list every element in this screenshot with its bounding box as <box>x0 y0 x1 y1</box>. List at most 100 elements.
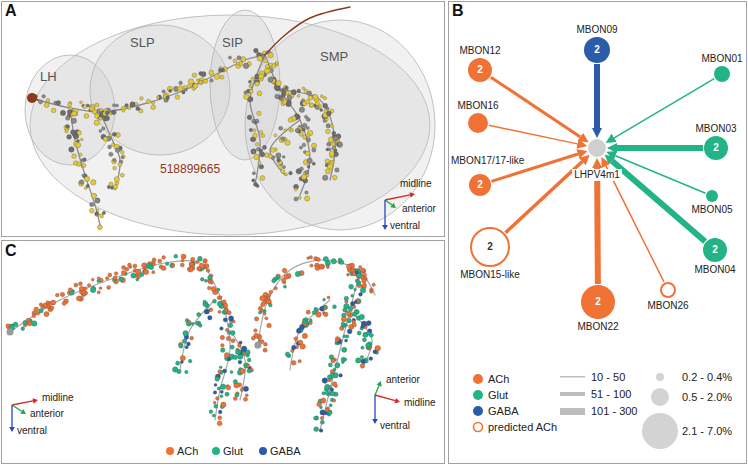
synapse-dot <box>342 347 347 352</box>
synapse-dot <box>56 101 61 106</box>
synapse-dot <box>96 209 99 212</box>
synapse-dot <box>238 355 242 359</box>
synapse-dot <box>214 74 220 80</box>
synapse-dot <box>245 350 250 355</box>
synapse-dot <box>62 301 66 305</box>
synapse-dot <box>300 324 305 329</box>
axis-line <box>11 405 12 427</box>
synapse-dot <box>251 77 254 80</box>
synapse-dot <box>345 324 348 327</box>
synapse-dot <box>330 124 333 127</box>
synapse-dot <box>253 129 256 132</box>
synapse-dot <box>198 80 203 85</box>
synapse-dot <box>247 369 251 373</box>
synapse-dot <box>112 132 116 136</box>
synapse-dot <box>313 94 318 99</box>
synapse-dot <box>227 358 230 361</box>
synapse-dot <box>360 355 363 358</box>
axis-arrowhead <box>20 409 26 414</box>
synapse-dot <box>247 358 251 362</box>
synapse-dot <box>328 363 332 367</box>
synapse-dot <box>370 290 373 293</box>
synapse-dot <box>76 142 81 147</box>
axis-arrowhead <box>390 203 396 208</box>
synapse-dot <box>125 104 128 107</box>
synapse-dot <box>192 73 196 77</box>
synapse-dot <box>90 287 96 293</box>
synapse-dot <box>269 290 273 294</box>
synapse-dot <box>107 285 111 289</box>
synapse-dot <box>185 370 188 373</box>
axis-line <box>374 395 375 419</box>
node-circle <box>468 113 488 133</box>
synapse-dot <box>322 175 328 181</box>
synapse-dot <box>260 152 265 157</box>
synapse-dot <box>331 142 335 146</box>
synapse-dot <box>157 95 161 99</box>
synapse-dot <box>86 184 89 187</box>
synapse-dot <box>260 176 265 181</box>
node-circle <box>588 139 606 157</box>
neuron-node: MBON122 <box>468 58 492 82</box>
synapse-dot <box>220 335 224 339</box>
synapse-dot <box>105 111 109 115</box>
synapse-dot <box>254 329 258 333</box>
synapse-dot <box>235 393 239 397</box>
synapse-dot <box>252 179 255 182</box>
synapse-dot <box>91 193 96 198</box>
synapse-dot <box>187 84 191 88</box>
synapse-dot <box>238 350 241 353</box>
connection-arrow <box>489 125 578 144</box>
neuron-name: MBON17/17-like <box>451 155 524 167</box>
synapse-dot <box>320 95 323 98</box>
legend-sample <box>560 407 585 416</box>
synapse-dot <box>151 105 156 110</box>
region-label: LH <box>40 70 57 85</box>
synapse-dot <box>327 142 331 146</box>
synapse-dot <box>354 300 357 303</box>
neuron-skeleton <box>258 260 375 345</box>
synapse-dot <box>67 110 72 115</box>
synapse-dot <box>246 364 250 368</box>
synapse-dot <box>283 285 286 288</box>
synapse-dot <box>172 367 177 372</box>
synapse-dot <box>282 268 287 273</box>
neuron-name: MBON05 <box>691 204 732 216</box>
synapse-dot <box>32 314 36 318</box>
synapse-dot <box>220 395 223 398</box>
synapse-dot <box>249 84 253 88</box>
synapse-dot <box>240 388 243 391</box>
neuron-name: MBON26 <box>647 300 688 312</box>
synapse-dot <box>333 136 338 141</box>
synapse-dot <box>207 286 211 290</box>
synapse-dot <box>46 99 50 103</box>
synapse-dot <box>321 398 326 403</box>
synapse-dot <box>250 137 255 142</box>
neuron-skeleton <box>265 7 350 55</box>
synapse-dot <box>269 303 273 307</box>
synapse-dot <box>363 273 367 277</box>
synapse-dot <box>325 409 328 412</box>
synapse-dot <box>330 369 334 373</box>
synapse-dot <box>258 311 261 314</box>
synapse-dot <box>300 344 305 349</box>
synapse-dot <box>309 103 313 107</box>
synapse-dot <box>248 80 251 83</box>
synapse-dot <box>109 134 112 137</box>
synapse-dot <box>267 297 270 300</box>
synapse-dot <box>241 57 246 62</box>
neuron-name: MBON22 <box>577 321 618 333</box>
axis-label: anterior <box>30 408 64 420</box>
synapse-dot <box>79 180 84 185</box>
synapse-dot <box>102 211 105 214</box>
synapse-dot <box>114 272 118 276</box>
synapse-dot <box>72 111 77 116</box>
synapse-dot <box>285 352 290 357</box>
legend-sample <box>560 375 585 379</box>
neuron-skeleton <box>215 310 230 420</box>
synapse-dot <box>329 404 332 407</box>
synapse-dot <box>267 323 272 328</box>
synapse-dot <box>274 134 277 137</box>
synapse-dot <box>69 147 74 152</box>
axis-line <box>385 195 410 200</box>
